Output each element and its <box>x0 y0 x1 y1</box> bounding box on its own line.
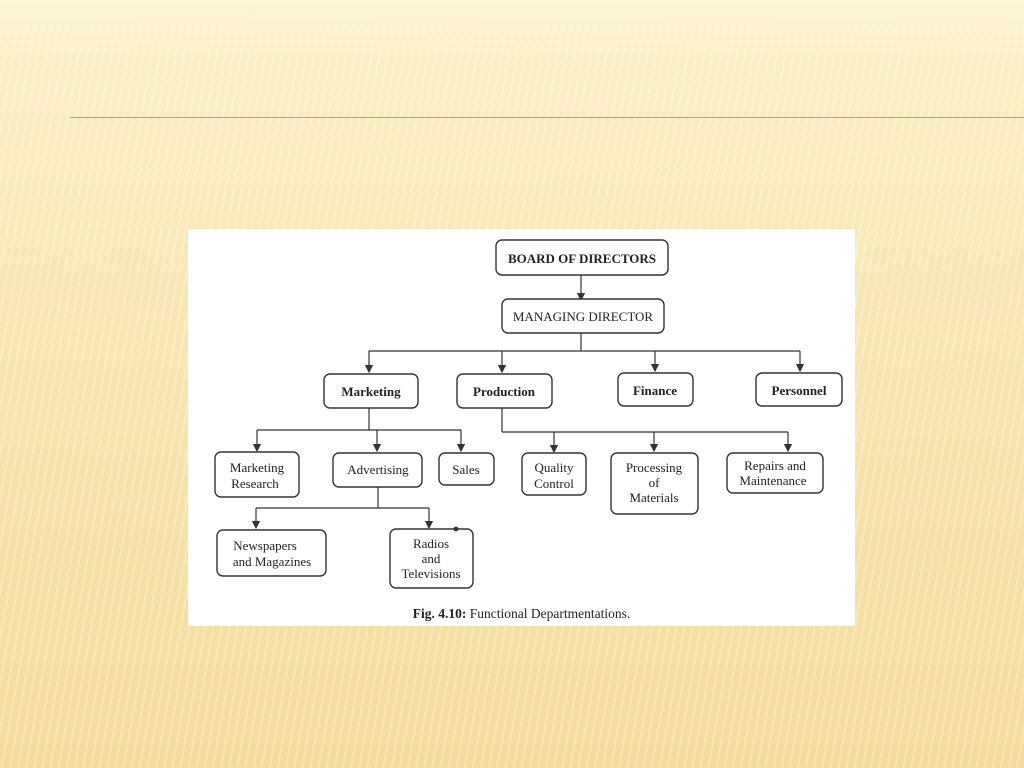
node-production-label: Production <box>473 384 536 399</box>
title-divider-line <box>70 117 1024 118</box>
node-board-of-directors: BOARD OF DIRECTORS <box>495 239 669 276</box>
node-quality-control-line2: Control <box>534 476 574 491</box>
node-processing-line3: Materials <box>629 490 678 505</box>
node-finance-label: Finance <box>633 383 677 398</box>
node-radios-line2: and <box>422 551 441 566</box>
node-board-label: BOARD OF DIRECTORS <box>508 251 656 266</box>
slide-top-band <box>0 0 1024 60</box>
node-radios-dot <box>453 526 459 532</box>
node-marketing-research: Marketing Research <box>214 451 300 498</box>
node-finance: Finance <box>617 372 694 407</box>
node-marketing: Marketing <box>323 373 419 409</box>
figure-caption-text: Functional Departmentations. <box>466 606 631 621</box>
node-quality-control: Quality Control <box>521 452 587 496</box>
node-radios-and-televisions: Radios and Televisions <box>389 526 474 589</box>
node-managing-director: MANAGING DIRECTOR <box>501 298 665 334</box>
figure-caption: Fig. 4.10: Functional Departmentations. <box>188 606 855 622</box>
org-chart-figure: BOARD OF DIRECTORS MANAGING DIRECTOR Mar… <box>188 229 855 626</box>
node-processing-of-materials: Processing of Materials <box>610 452 699 515</box>
node-marketing-research-line2: Research <box>231 476 279 491</box>
node-newspapers-line1: Newspapers <box>233 538 297 553</box>
node-managing-label: MANAGING DIRECTOR <box>513 309 654 324</box>
node-processing-line2: of <box>649 475 661 490</box>
node-sales-label: Sales <box>452 462 479 477</box>
node-marketing-research-line1: Marketing <box>230 460 285 475</box>
node-marketing-label: Marketing <box>341 384 401 399</box>
figure-number: Fig. 4.10: <box>412 606 467 621</box>
org-chart-svg: BOARD OF DIRECTORS MANAGING DIRECTOR Mar… <box>214 239 843 589</box>
node-production: Production <box>456 373 553 409</box>
node-advertising-label: Advertising <box>347 462 409 477</box>
node-repairs-line1: Repairs and <box>744 458 806 473</box>
node-processing-line1: Processing <box>626 460 683 475</box>
node-sales: Sales <box>438 452 495 486</box>
node-quality-control-line1: Quality <box>535 460 574 475</box>
node-radios-line3: Televisions <box>401 566 460 581</box>
connectors <box>251 275 805 530</box>
node-newspapers-line2: and Magazines <box>233 554 311 569</box>
node-advertising: Advertising <box>332 452 423 488</box>
node-newspapers-and-magazines: Newspapers and Magazines <box>216 529 327 577</box>
node-personnel: Personnel <box>755 372 843 407</box>
node-repairs-line2: Maintenance <box>739 473 806 488</box>
node-repairs-and-maintenance: Repairs and Maintenance <box>726 452 824 494</box>
node-radios-line1: Radios <box>413 536 449 551</box>
node-personnel-label: Personnel <box>772 383 827 398</box>
